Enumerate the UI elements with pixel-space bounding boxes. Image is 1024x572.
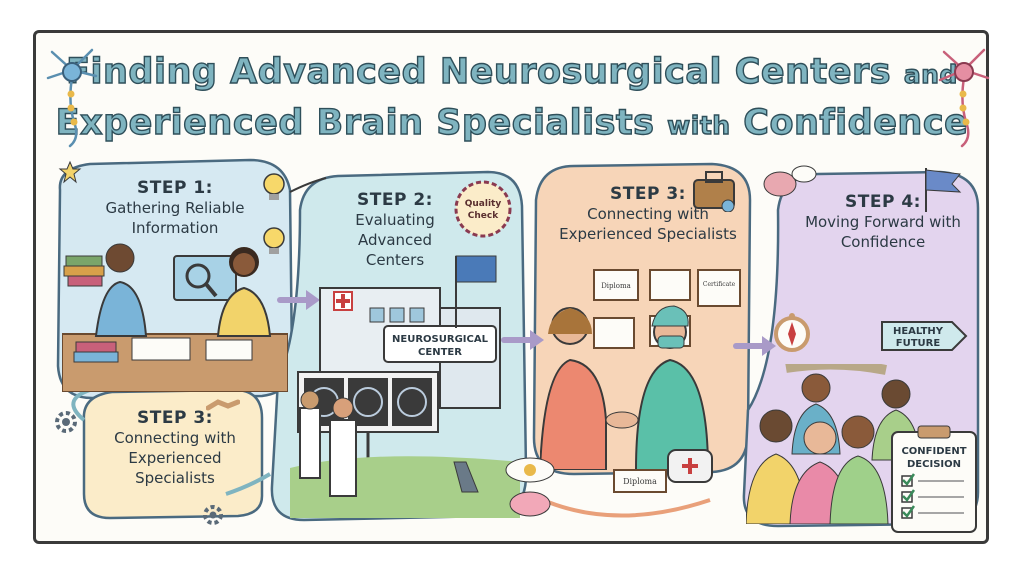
recap-description: Connecting with Experienced Specialists	[114, 429, 236, 487]
step3-number: STEP 3:	[610, 184, 686, 204]
step4-illustration	[746, 364, 921, 524]
medical-kit-icon	[667, 449, 713, 483]
step4-text: STEP 4: Moving Forward with Confidence	[800, 192, 966, 252]
title-line-2: Experienced Brain Specialists with Confi…	[0, 102, 1024, 143]
title-line-1: Finding Advanced Neurosurgical Centers a…	[0, 51, 1024, 92]
flag-icon	[925, 168, 962, 212]
step2-number: STEP 2:	[357, 190, 433, 210]
center-sign-line1: NEUROSURGICAL	[392, 334, 489, 345]
star-icon	[58, 160, 82, 184]
step1-number: STEP 1:	[137, 178, 213, 198]
step2-illustration: NEUROSURGICAL CENTER	[290, 255, 520, 518]
healthy-future-line2: FUTURE	[896, 338, 941, 349]
recap-number: STEP 3:	[137, 408, 213, 428]
step1-illustration	[62, 243, 288, 392]
diploma-icon: Diploma	[613, 469, 667, 493]
center-sign-line2: CENTER	[418, 347, 462, 358]
lightbulb-icon	[263, 173, 285, 254]
title-line-2-main: Experienced Brain Specialists	[55, 102, 655, 143]
step3-text: STEP 3: Connecting with Experienced Spec…	[556, 184, 740, 244]
diploma-small-text: Diploma	[601, 282, 631, 290]
brain-icon	[505, 457, 555, 517]
confident-decision-line1: CONFIDENT	[901, 446, 966, 457]
neuron-left-icon	[46, 48, 98, 148]
brain-thought-icon	[763, 165, 817, 197]
recap-panel	[82, 388, 264, 520]
step3-illustration: Diploma Certificate	[540, 269, 741, 470]
step2-description: Evaluating Advanced Centers	[355, 211, 435, 269]
compass-icon	[774, 313, 810, 352]
step4-number: STEP 4:	[845, 192, 921, 212]
title-line-1-small: and	[903, 59, 958, 89]
step1-text: STEP 1: Gathering Reliable Information	[80, 178, 270, 238]
healthy-future-line1: HEALTHY	[893, 326, 944, 337]
gear-icon-2	[203, 505, 223, 525]
handshake-icon	[206, 399, 240, 411]
flow-arrows	[277, 297, 765, 349]
title-line-2-small: with	[666, 110, 731, 140]
title-line-1-main: Finding Advanced Neurosurgical Centers	[65, 51, 892, 92]
diploma-text: Diploma	[623, 477, 657, 486]
title-line-2-end: Confidence	[743, 102, 969, 143]
step2-text: STEP 2: Evaluating Advanced Centers	[330, 190, 460, 270]
recap-text: STEP 3: Connecting with Experienced Spec…	[90, 408, 260, 488]
confident-decision-clipboard: CONFIDENT DECISION	[891, 425, 977, 533]
confident-decision-line2: DECISION	[907, 459, 961, 470]
step4-description: Moving Forward with Confidence	[805, 213, 961, 251]
healthy-future-sign: HEALTHY FUTURE	[881, 321, 968, 351]
neuron-right-icon	[938, 48, 990, 148]
step1-description: Gathering Reliable Information	[105, 199, 245, 237]
gear-icon	[55, 411, 77, 433]
certificate-small-text: Certificate	[703, 281, 736, 288]
step3-description: Connecting with Experienced Specialists	[559, 205, 737, 243]
briefcase-icon	[693, 171, 735, 212]
